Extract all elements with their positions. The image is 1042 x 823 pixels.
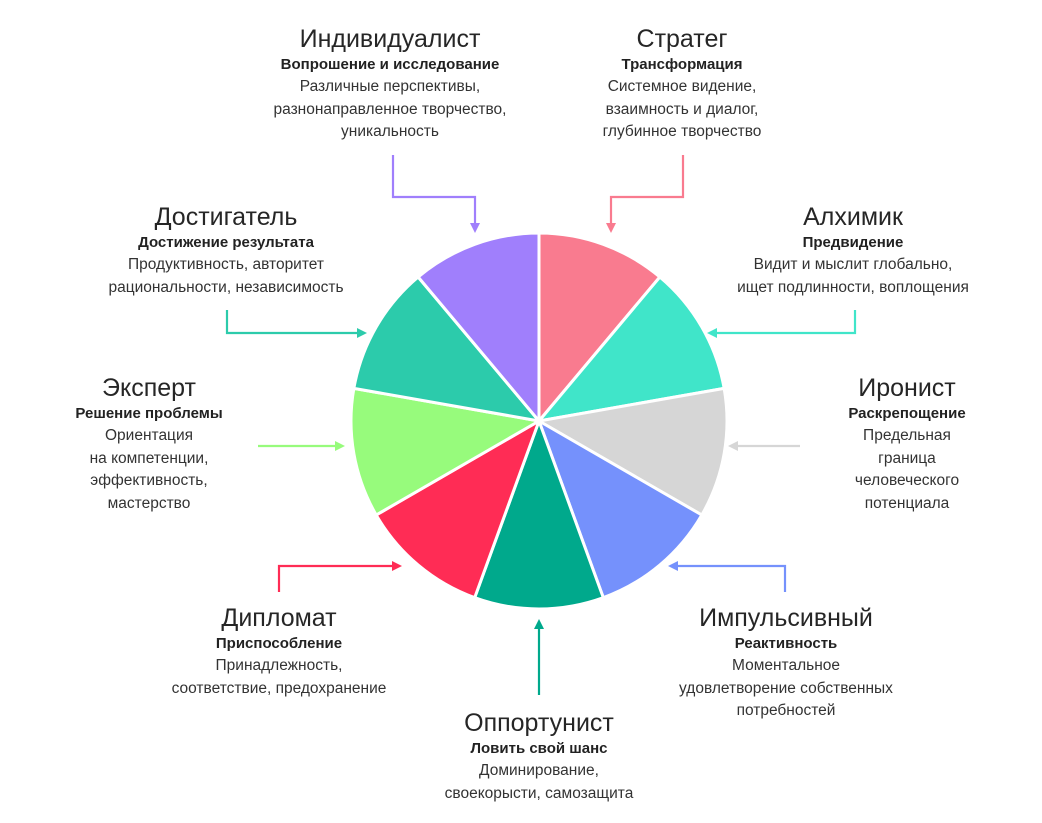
stage-subtitle: Решение проблемы [75, 405, 223, 422]
label-individualist: Индивидуалист Вопрошение и исследование … [274, 24, 507, 144]
pie-chart [349, 231, 729, 611]
stage-description: глубинное творчество [602, 123, 762, 140]
stage-title: Стратег [636, 25, 728, 53]
stage-description: уникальность [341, 123, 439, 140]
stage-description: граница [878, 449, 936, 467]
stage-subtitle: Предвидение [802, 234, 904, 251]
arrow-achiever [225, 310, 367, 338]
stage-subtitle: Достижение результата [138, 234, 314, 251]
stage-description: Доминирование, [479, 762, 599, 779]
stage-subtitle: Вопрошение и исследование [280, 56, 500, 73]
label-impulsive: Импульсивный Реактивность Моментальное у… [679, 603, 893, 723]
stage-description: разнонаправленное творчество, [273, 100, 507, 118]
stage-subtitle: Ловить свой шанс [470, 740, 608, 757]
label-strategist: Стратег Трансформация Системное видение,… [603, 24, 762, 144]
stage-subtitle: Приспособление [215, 635, 343, 652]
stage-description: потребностей [736, 702, 836, 719]
pie-slice [374, 419, 541, 600]
label-expert: Эксперт Решение проблемы Ориентация на к… [75, 373, 222, 515]
stage-description: Различные перспективы, [299, 78, 481, 95]
stage-title: Достигатель [154, 203, 298, 231]
stage-subtitle: Реактивность [734, 635, 838, 652]
stage-description: рациональности, независимость [108, 278, 344, 296]
stage-description: человеческого [854, 472, 960, 489]
stage-title: Индивидуалист [299, 25, 481, 53]
stage-description: Принадлежность, [215, 657, 343, 674]
label-diplomat: Дипломат Приспособление Принадлежность, … [172, 603, 387, 700]
stage-description: Моментальное [731, 657, 841, 674]
label-ironist: Иронист Раскрепощение Предельная граница… [848, 373, 965, 515]
stage-description: соответствие, предохранение [171, 679, 387, 697]
stage-subtitle: Раскрепощение [848, 405, 966, 422]
stage-description: своекорысти, самозащита [444, 784, 634, 802]
arrow-alchemist [707, 310, 857, 338]
stage-description: удовлетворение собственных [679, 679, 893, 697]
arrow-strategist [606, 155, 685, 233]
stage-description: Предельная [863, 427, 951, 444]
stage-description: Видит и мыслит глобально, [753, 256, 953, 273]
pie-slice [537, 419, 704, 600]
pie-slice [537, 275, 726, 423]
stage-description: Ориентация [105, 427, 193, 444]
stage-description: Системное видение, [607, 78, 757, 95]
stage-subtitle: Трансформация [621, 56, 743, 73]
stage-description: эффективность, [90, 472, 208, 489]
stage-title: Дипломат [221, 604, 337, 632]
pie-slice [352, 275, 541, 423]
label-opportunist: Оппортунист Ловить свой шанс Доминирован… [445, 708, 634, 805]
arrow-diplomat [277, 561, 402, 592]
pie-slice [416, 231, 541, 423]
pie-slice [473, 419, 605, 611]
label-alchemist: Алхимик Предвидение Видит и мыслит глоба… [737, 202, 969, 299]
stage-description: взаимность и диалог, [605, 100, 759, 118]
arrow-impulsive [668, 561, 787, 592]
stage-title: Эксперт [102, 374, 196, 402]
stage-title: Импульсивный [699, 604, 873, 632]
stage-title: Оппортунист [464, 709, 614, 737]
stage-title: Иронист [858, 374, 956, 402]
pie-slice [537, 231, 662, 423]
stage-description: ищет подлинности, воплощения [737, 278, 969, 296]
stage-title: Алхимик [803, 203, 903, 231]
stage-description: на компетенции, [89, 449, 209, 467]
pie-slice [349, 386, 541, 517]
stage-description: потенциала [864, 494, 950, 512]
arrow-individualist [391, 155, 480, 233]
label-achiever: Достигатель Достижение результата Продук… [108, 202, 343, 299]
stage-description: Продуктивность, авторитет [128, 256, 324, 273]
pie-slice [537, 386, 729, 517]
stage-description: мастерство [107, 494, 191, 512]
